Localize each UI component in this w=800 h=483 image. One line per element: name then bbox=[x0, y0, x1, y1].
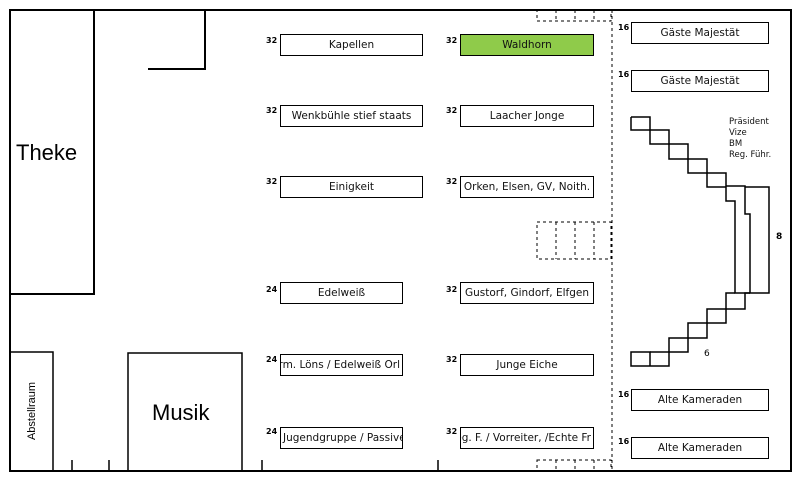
table-alte-kameraden-2[interactable]: Alte Kameraden bbox=[631, 437, 769, 459]
musik-stage bbox=[127, 352, 243, 472]
theke-label: Theke bbox=[16, 140, 78, 165]
table-edelweiss[interactable]: Edelweiß bbox=[280, 282, 403, 304]
table-capacity: 16 bbox=[618, 437, 630, 446]
table-junge-eiche[interactable]: Junge Eiche bbox=[460, 354, 594, 376]
table-capacity: 32 bbox=[446, 106, 458, 115]
table-gaeste-majestaet-1[interactable]: Gäste Majestät bbox=[631, 22, 769, 44]
table-waldhorn[interactable]: Waldhorn bbox=[460, 34, 594, 56]
table-orken-elsen[interactable]: Orken, Elsen, GV, Noith. bbox=[460, 176, 594, 198]
table-capacity: 32 bbox=[266, 36, 278, 45]
table-gaeste-majestaet-2[interactable]: Gäste Majestät bbox=[631, 70, 769, 92]
head-table-bottom-outer bbox=[630, 292, 750, 367]
table-capacity: 24 bbox=[266, 285, 278, 294]
role-bm: BM bbox=[729, 139, 743, 149]
role-reg-fuehr: Reg. Führ. bbox=[729, 150, 772, 160]
theke-counter bbox=[9, 9, 95, 295]
table-capacity: 24 bbox=[266, 427, 278, 436]
table-capacity: 16 bbox=[618, 70, 630, 79]
table-einigkeit[interactable]: Einigkeit bbox=[280, 176, 423, 198]
table-capacity: 32 bbox=[266, 106, 278, 115]
head-table-outer bbox=[631, 116, 770, 294]
abstellraum-label: Abstellraum bbox=[26, 381, 38, 441]
head-table-roles: Präsident Vize BM Reg. Führ. bbox=[729, 117, 771, 161]
head-table-bottom-count: 6 bbox=[704, 349, 710, 359]
bottom-wall-stubs bbox=[71, 460, 439, 471]
head-table-side-count: 8 bbox=[776, 232, 783, 242]
table-reg-f-vorreiter[interactable]: Reg. F. / Vorreiter, /Echte Fr bbox=[460, 427, 594, 449]
table-capacity: 32 bbox=[446, 177, 458, 186]
table-capacity: 24 bbox=[266, 355, 278, 364]
dashed-doors bbox=[536, 9, 612, 472]
table-capacity: 32 bbox=[446, 36, 458, 45]
table-capacity: 16 bbox=[618, 390, 630, 399]
head-table-inner bbox=[630, 117, 750, 294]
table-capacity: 32 bbox=[446, 427, 458, 436]
role-praesident: Präsident bbox=[729, 117, 769, 127]
musik-label: Musik bbox=[152, 400, 210, 425]
table-alte-kameraden-1[interactable]: Alte Kameraden bbox=[631, 389, 769, 411]
table-kapellen[interactable]: Kapellen bbox=[280, 34, 423, 56]
table-jugendgruppe[interactable]: Jugendgruppe / Passive bbox=[280, 427, 403, 449]
table-capacity: 32 bbox=[446, 355, 458, 364]
table-gustorf[interactable]: Gustorf, Gindorf, Elfgen bbox=[460, 282, 594, 304]
table-laacher-jonge[interactable]: Laacher Jonge bbox=[460, 105, 594, 127]
table-capacity: 16 bbox=[618, 23, 630, 32]
table-capacity: 32 bbox=[446, 285, 458, 294]
table-capacity: 32 bbox=[266, 177, 278, 186]
head-table-bottom-inner bbox=[650, 292, 735, 353]
table-wenkbuehle[interactable]: Wenkbühle stief staats bbox=[280, 105, 423, 127]
abstellraum-room bbox=[9, 351, 54, 472]
role-vize: Vize bbox=[729, 128, 747, 138]
partition-wall bbox=[148, 10, 206, 70]
table-herm-loens[interactable]: Herm. Löns / Edelweiß Orl bbox=[280, 354, 403, 376]
